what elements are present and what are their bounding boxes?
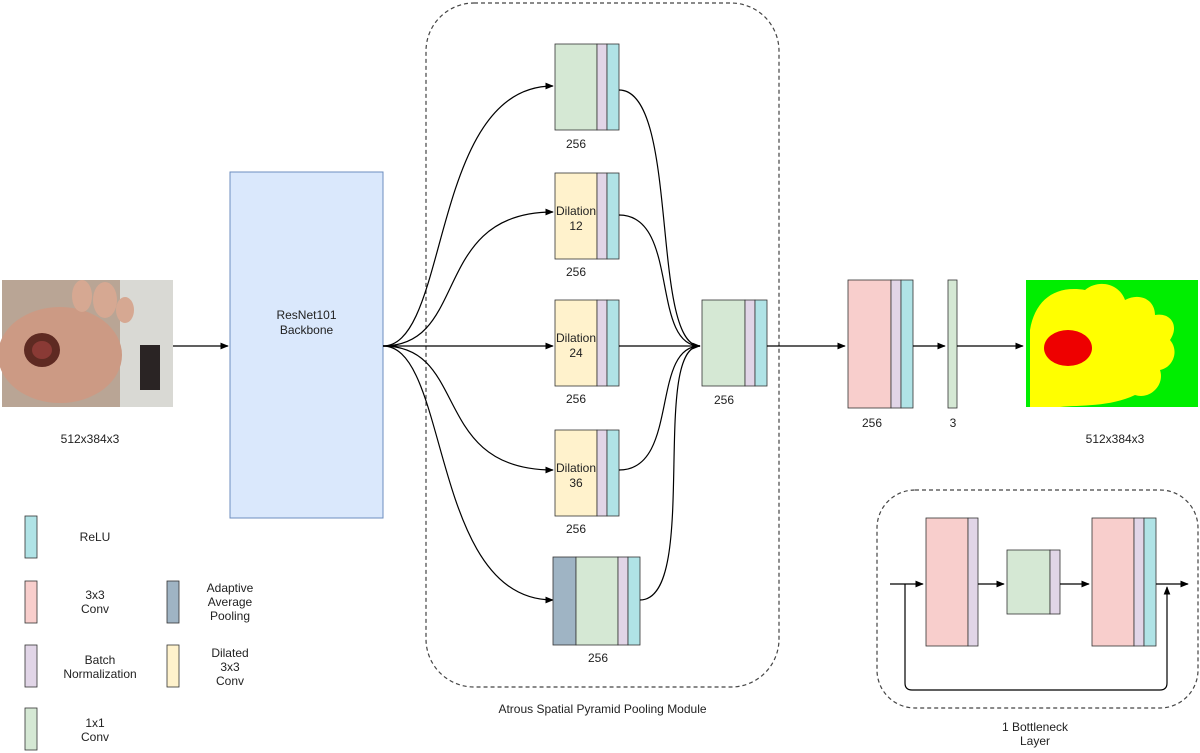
legend-swatches	[24, 515, 180, 751]
branch-4-channels: 256	[565, 522, 587, 536]
bottleneck-arrows	[890, 580, 1189, 691]
aspp-module-border	[425, 2, 780, 688]
aspp-module-label: Atrous Spatial Pyramid Pooling Module	[498, 702, 707, 716]
aspp-branch-pooling	[552, 556, 641, 646]
head-conv-channels: 256	[861, 416, 883, 430]
branch-3-text: Dilation 24	[555, 331, 597, 360]
legend-dilated-label: Dilated 3x3 Conv	[211, 646, 249, 688]
legend-adaptive-pool-label: Adaptive Average Pooling	[206, 581, 254, 623]
branch-4-text: Dilation 36	[555, 461, 597, 490]
branch-5-channels: 256	[587, 651, 609, 665]
aspp-branch-dilation12	[554, 172, 620, 260]
aspp-merge-block	[701, 299, 768, 387]
bottleneck-label: 1 Bottleneck Layer	[1001, 720, 1069, 748]
aspp-branch-dilation24	[554, 299, 620, 387]
legend-batchnorm-label: Batch Normalization	[63, 653, 137, 681]
aspp-branch-1x1	[554, 43, 620, 131]
backbone-label: ResNet101 Backbone	[276, 308, 337, 337]
head-conv3x3-block	[847, 279, 914, 409]
branch-3-channels: 256	[565, 392, 587, 406]
fanout-arrows	[382, 82, 554, 604]
converge-arrows	[618, 89, 701, 601]
legend-conv3x3-label: 3x3 Conv	[80, 588, 109, 616]
legend-conv1x1-label: 1x1 Conv	[80, 716, 109, 744]
branch-2-channels: 256	[565, 265, 587, 279]
bottleneck-module-border	[876, 489, 1199, 709]
output-size-label: 512x384x3	[1085, 432, 1145, 446]
aspp-branch-dilation36	[554, 429, 620, 517]
input-size-label: 512x384x3	[60, 432, 120, 446]
classifier-block	[947, 279, 958, 409]
classifier-channels: 3	[949, 416, 957, 430]
backbone-block	[229, 171, 384, 519]
branch-2-text: Dilation 12	[555, 204, 597, 233]
output-segmentation-image	[1026, 280, 1198, 407]
merge-channels: 256	[713, 393, 735, 407]
legend-relu-label: ReLU	[79, 530, 111, 544]
input-image	[0, 280, 173, 407]
bottleneck-blocks	[925, 517, 1157, 647]
branch-1-channels: 256	[565, 137, 587, 151]
